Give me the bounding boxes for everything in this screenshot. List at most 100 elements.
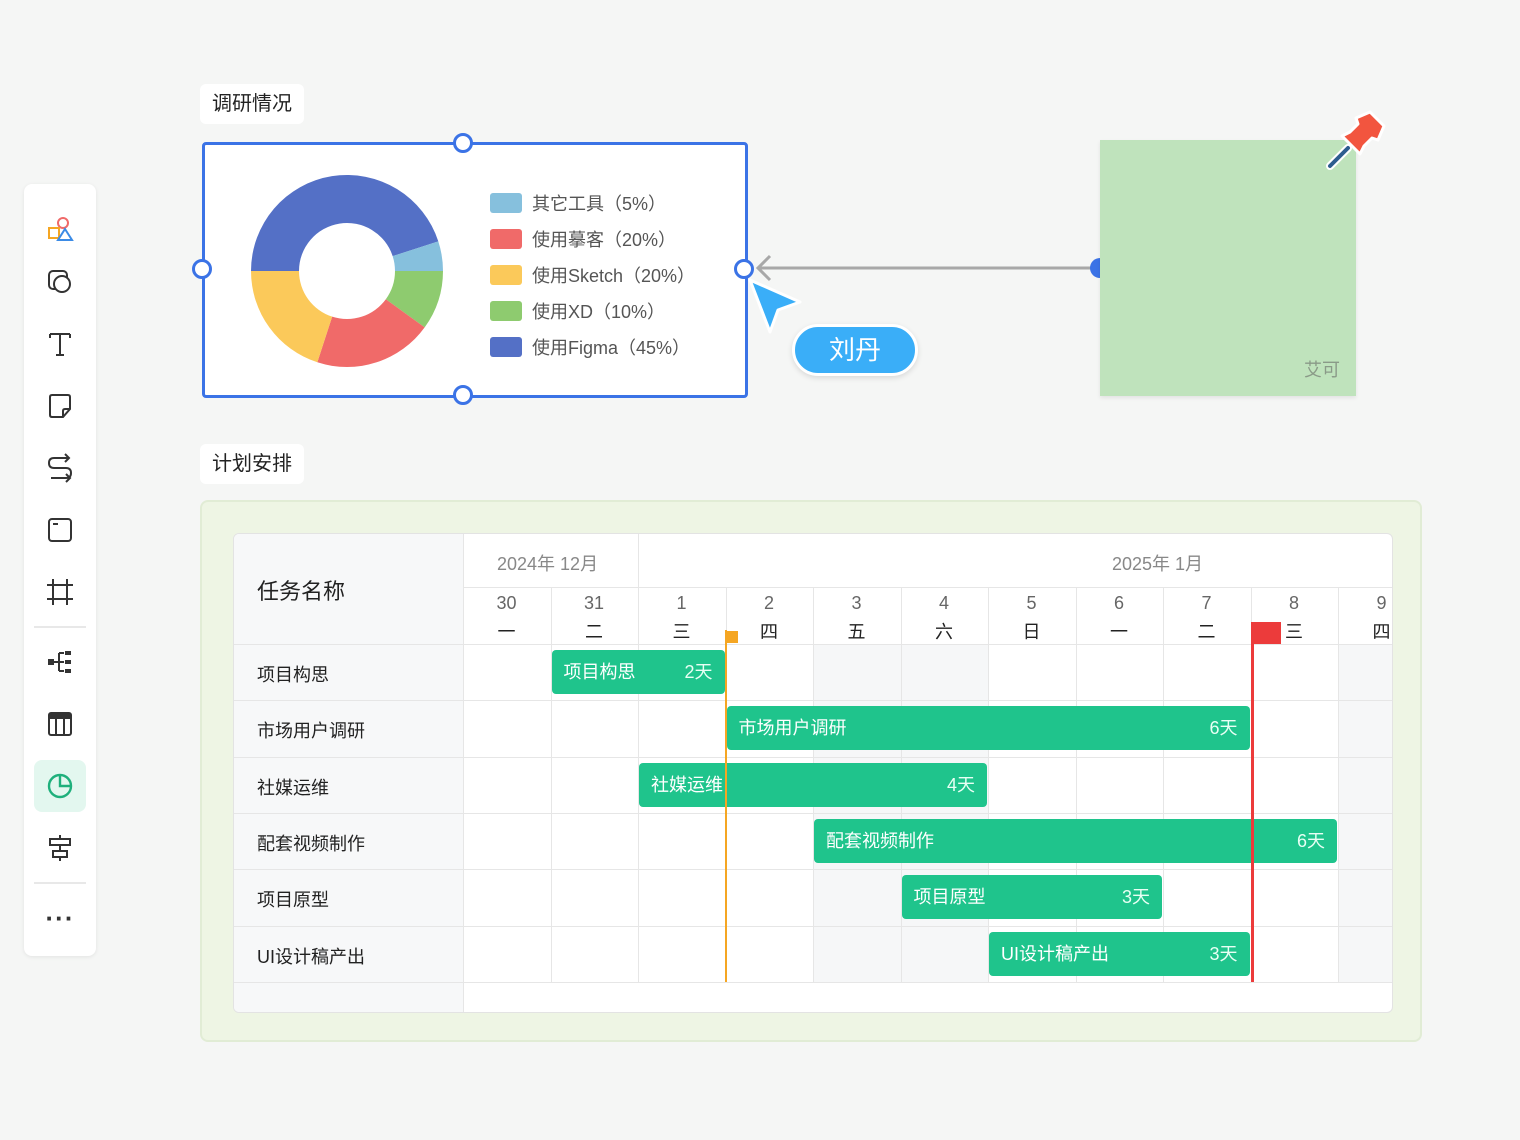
task-bar-label: 社媒运维 [651, 774, 723, 795]
table-tool[interactable] [34, 698, 86, 750]
donut-slice [251, 271, 333, 363]
day-weekday: 五 [847, 622, 866, 642]
row-line [234, 981, 1392, 983]
legend-item: 使用摹客（20%） [490, 221, 695, 257]
task-bar-label: UI设计稿产出 [1001, 943, 1109, 964]
chart-icon [47, 773, 73, 799]
donut-slice [392, 241, 443, 271]
crop-frame-tool[interactable] [34, 566, 86, 618]
day-weekday: 日 [1022, 622, 1041, 642]
deadline-marker-line [1250, 622, 1254, 982]
day-weekday: 二 [1197, 622, 1216, 642]
legend-swatch [490, 229, 522, 249]
day-weekday: 三 [672, 622, 691, 642]
pushpin-icon [1326, 110, 1386, 170]
task-bar-label: 市场用户调研 [738, 718, 847, 739]
chart-legend: 其它工具（5%）使用摹客（20%）使用Sketch（20%）使用XD（10%）使… [490, 185, 695, 365]
header-divider [463, 587, 1392, 588]
left-toolbar: ··· [24, 184, 96, 956]
task-name: 配套视频制作 [257, 833, 365, 854]
text-tool[interactable] [34, 318, 86, 370]
sticky-note-tool[interactable] [34, 380, 86, 432]
mindmap-tool[interactable] [34, 636, 86, 688]
resize-handle-right[interactable] [734, 259, 754, 279]
task-bar-label: 项目原型 [913, 887, 986, 908]
day-weekday: 四 [1372, 622, 1391, 642]
align-icon [49, 835, 71, 861]
task-name: 社媒运维 [257, 777, 329, 798]
legend-swatch [490, 301, 522, 321]
legend-label: 使用XD（10%） [532, 302, 666, 322]
sticky-note-icon [49, 394, 71, 418]
sticky-note-author: 艾可 [1304, 360, 1340, 380]
survey-section-label: 调研情况 [200, 84, 304, 124]
frame-icon [48, 518, 72, 542]
task-bar-duration: 6天 [1209, 718, 1238, 739]
donut-slice [251, 174, 439, 271]
collaborator-cursor-icon [748, 278, 802, 334]
day-column-line [550, 587, 552, 982]
toolbar-divider [34, 626, 86, 628]
resize-handle-top[interactable] [453, 133, 473, 153]
legend-swatch [490, 193, 522, 213]
task-name: UI设计稿产出 [257, 946, 365, 967]
connector-arrow[interactable] [740, 250, 1110, 290]
day-column-line [1075, 587, 1077, 982]
day-column-line [638, 534, 639, 982]
pie-chart-card[interactable]: 其它工具（5%）使用摹客（20%）使用Sketch（20%）使用XD（10%）使… [202, 142, 748, 398]
day-column-line [1163, 587, 1164, 982]
task-bar-duration: 2天 [684, 662, 713, 682]
day-number: 9 [1376, 593, 1387, 613]
sticky-note[interactable]: 艾可 [1100, 140, 1356, 396]
legend-label: 使用Figma（45%） [532, 338, 691, 358]
deadline-marker-flag [1250, 622, 1281, 644]
legend-swatch [490, 265, 522, 285]
legend-label: 使用摹客（20%） [532, 230, 677, 250]
chart-tool[interactable] [34, 760, 86, 812]
day-weekday: 三 [1285, 622, 1303, 642]
shapes-tool[interactable] [34, 204, 86, 256]
task-bar[interactable]: 项目原型 3天 [901, 875, 1162, 920]
align-tool[interactable] [34, 822, 86, 874]
connector-icon [47, 453, 73, 483]
resize-handle-bottom[interactable] [453, 385, 473, 405]
frame-tool[interactable] [34, 504, 86, 556]
more-tool[interactable]: ··· [34, 892, 86, 944]
task-name: 项目构思 [257, 665, 329, 685]
resize-handle-left[interactable] [192, 259, 212, 279]
legend-item: 其它工具（5%） [490, 185, 695, 221]
day-number: 7 [1201, 593, 1212, 613]
task-bar-duration: 3天 [1209, 943, 1238, 964]
day-number: 3 [851, 593, 862, 613]
task-bar[interactable]: 配套视频制作 6天 [814, 818, 1337, 863]
day-column-line [1338, 587, 1339, 982]
task-name: 市场用户调研 [257, 721, 365, 742]
task-bar[interactable]: UI设计稿产出 3天 [989, 931, 1250, 976]
mindmap-icon [48, 651, 71, 673]
day-number: 30 [496, 593, 517, 613]
shape-library-tool[interactable] [34, 256, 86, 308]
day-column-line [988, 587, 989, 982]
legend-label: 其它工具（5%） [532, 194, 667, 214]
toolbar-divider [34, 882, 86, 884]
text-icon [49, 333, 71, 356]
collaborator-name-badge: 刘丹 [792, 324, 918, 376]
legend-item: 使用Figma（45%） [490, 329, 695, 365]
day-number: 8 [1288, 593, 1299, 613]
task-bar-label: 配套视频制作 [826, 830, 934, 851]
today-marker-line [724, 630, 727, 982]
task-bar-duration: 6天 [1296, 830, 1325, 851]
day-number: 2 [763, 593, 774, 613]
task-bar[interactable]: 市场用户调研 6天 [726, 706, 1250, 751]
task-bar-duration: 3天 [1121, 887, 1150, 908]
day-number: 31 [583, 593, 605, 613]
task-column-divider [463, 534, 464, 1012]
day-number: 4 [938, 593, 949, 613]
task-name: 项目原型 [257, 890, 329, 911]
day-number: 6 [1113, 593, 1124, 613]
day-weekday: 一 [1110, 622, 1128, 642]
connector-tool[interactable] [34, 442, 86, 494]
